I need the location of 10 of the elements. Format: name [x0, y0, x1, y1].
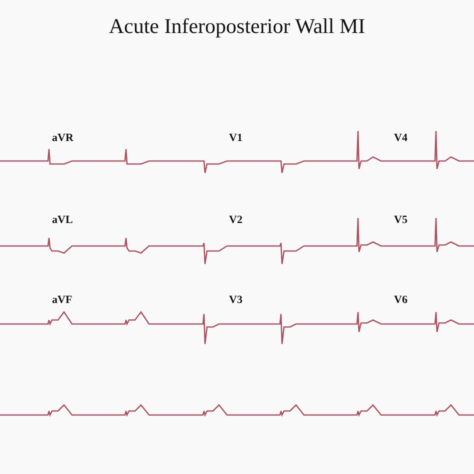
lead-label: aVF: [52, 294, 72, 306]
lead-label: V5: [394, 214, 408, 226]
lead-label: aVL: [52, 214, 73, 226]
lead-label: V1: [229, 132, 242, 144]
lead-label: V6: [394, 294, 408, 306]
title: Acute Inferoposterior Wall MI: [108, 14, 366, 39]
lead-label: aVR: [52, 132, 74, 144]
lead-label: V4: [394, 132, 408, 144]
lead-label: V3: [229, 294, 242, 306]
lead-label: V2: [229, 214, 242, 226]
